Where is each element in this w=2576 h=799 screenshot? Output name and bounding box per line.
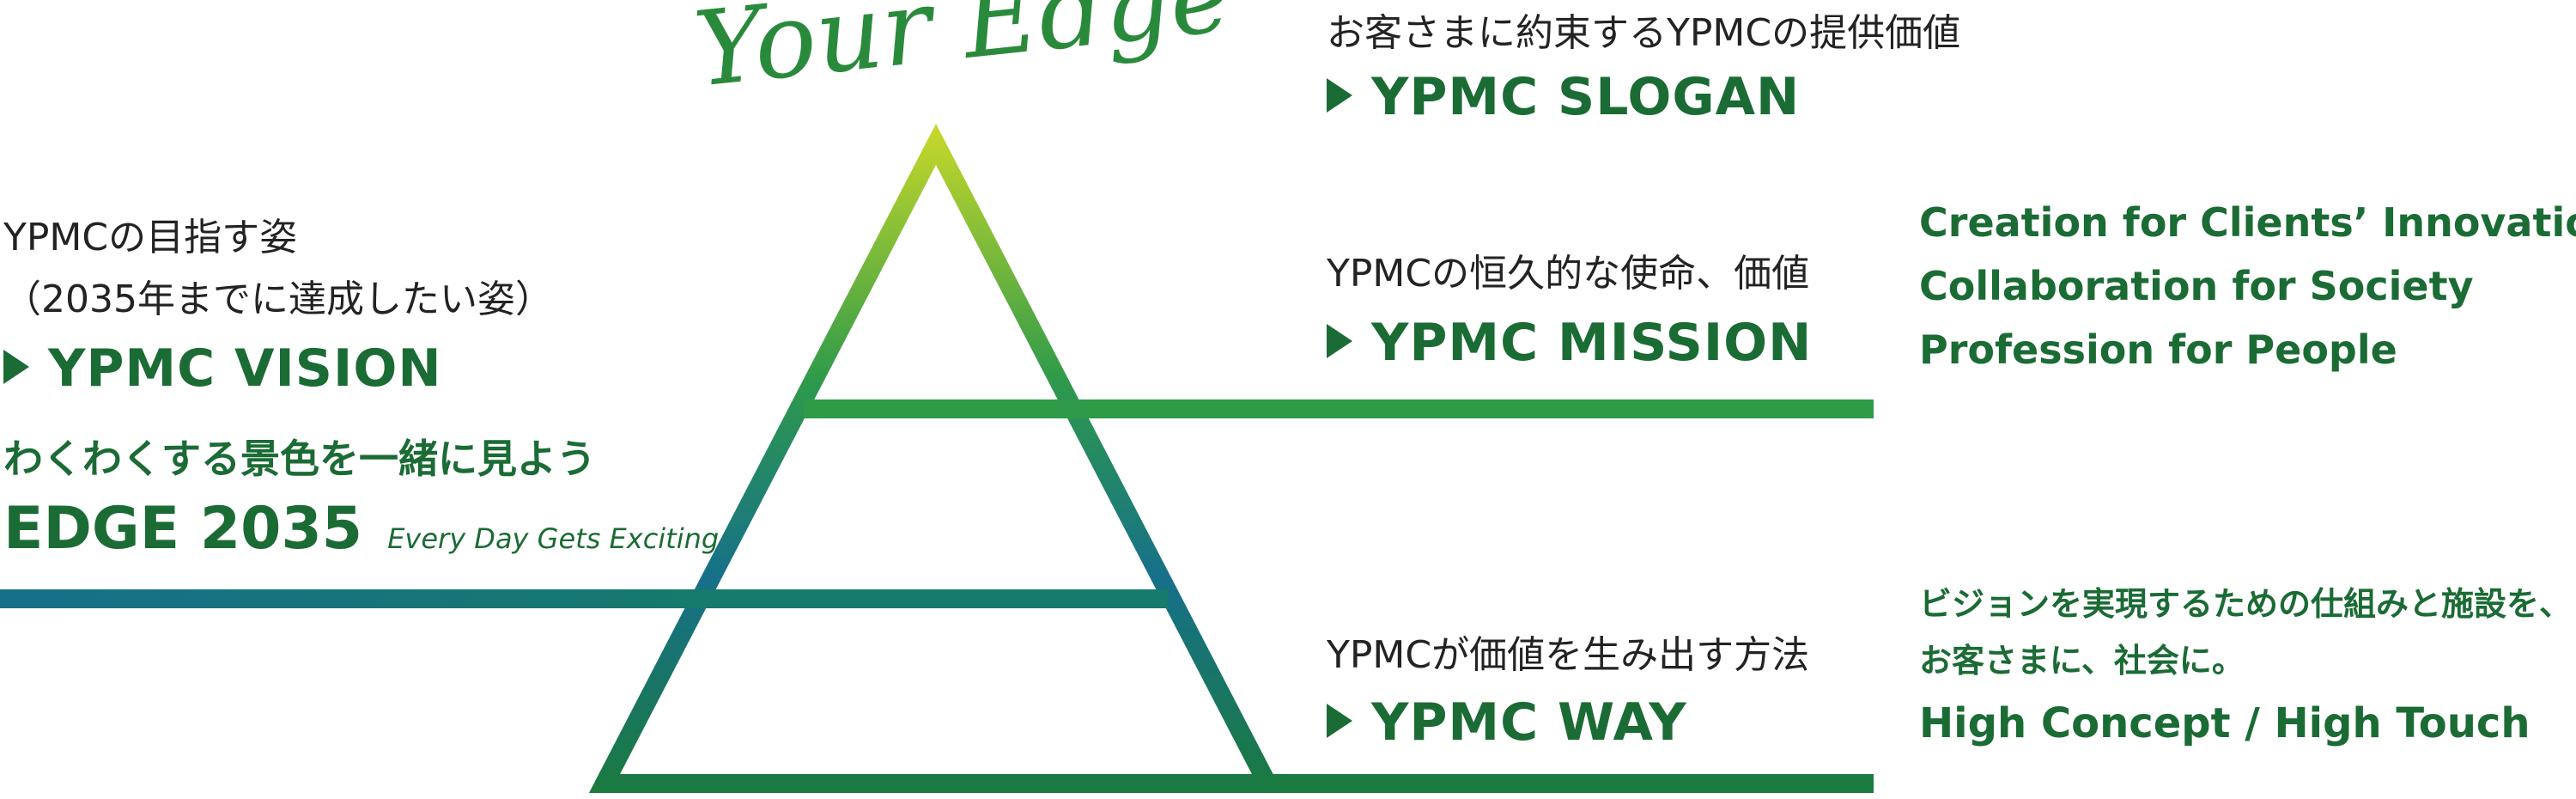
- mission-item: Collaboration for Society: [1919, 263, 2474, 309]
- vision-subtitle: YPMCの目指す姿: [3, 216, 298, 259]
- edge-subtitle: Every Day Gets Exciting: [387, 522, 720, 555]
- way-heading-label: YPMC WAY: [1371, 692, 1687, 753]
- way-heading: YPMC WAY: [1327, 692, 1687, 753]
- edge-title: EDGE 2035: [3, 495, 363, 563]
- mission-heading: YPMC MISSION: [1327, 313, 1812, 373]
- arrow-right-icon: [1327, 78, 1352, 113]
- way-description: ビジョンを実現するための仕組みと施設を、: [1919, 585, 2573, 623]
- mission-subtitle: YPMCの恒久的な使命、価値: [1327, 252, 1810, 296]
- slogan-heading-label: YPMC SLOGAN: [1371, 67, 1801, 127]
- edge-line: EDGE 2035 Every Day Gets Exciting: [3, 495, 719, 563]
- slogan-subtitle: お客さまに約束するYPMCの提供価値: [1327, 11, 1961, 55]
- way-description-2: お客さまに、社会に。: [1919, 642, 2245, 680]
- way-concept: High Concept / High Touch: [1919, 699, 2530, 747]
- pyramid-outline: [588, 124, 1284, 793]
- vision-subtitle-note: （2035年までに達成したい姿）: [3, 278, 553, 321]
- vision-heading: YPMC VISION: [3, 339, 442, 399]
- mission-item: Creation for Clients’ Innovation: [1919, 199, 2576, 246]
- slogan-heading: YPMC SLOGAN: [1327, 67, 1800, 127]
- arrow-right-icon: [1327, 324, 1352, 358]
- vision-tagline: わくわくする景色を一緒に見よう: [3, 436, 596, 482]
- mission-item: Profession for People: [1919, 326, 2397, 373]
- vision-heading-label: YPMC VISION: [48, 339, 442, 399]
- mission-heading-label: YPMC MISSION: [1371, 313, 1813, 373]
- way-subtitle: YPMCが価値を生み出す方法: [1327, 633, 1810, 677]
- arrow-right-icon: [3, 350, 29, 384]
- arrow-right-icon: [1327, 704, 1352, 738]
